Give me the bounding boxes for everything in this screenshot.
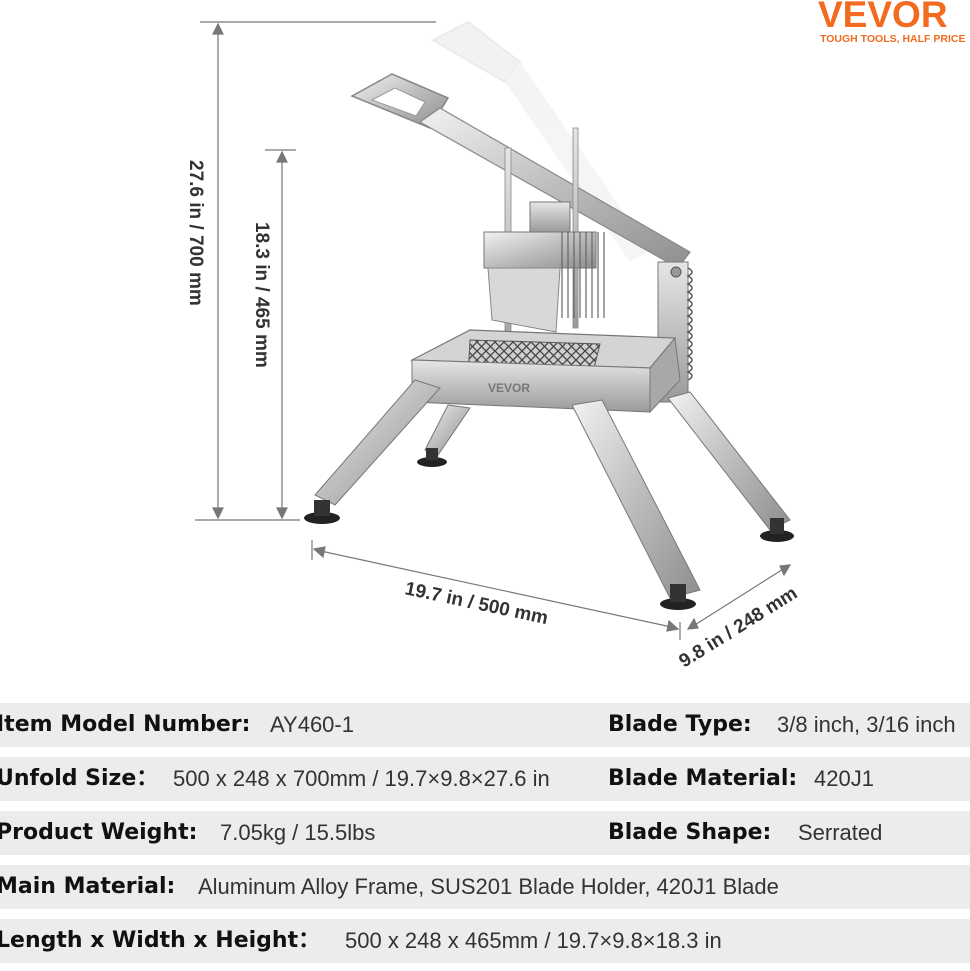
pusher-block	[483, 201, 605, 333]
brand-name: VEVOR	[818, 0, 948, 35]
product-stamp: VEVOR	[488, 381, 530, 395]
spec-row: Length x Width x Height： 500 x 248 x 465…	[0, 919, 970, 963]
spec-label: Blade Material:	[608, 766, 798, 791]
spec-row: Product Weight: 7.05kg / 15.5lbs Blade S…	[0, 811, 970, 855]
body-height-label: 18.3 in / 465 mm	[251, 222, 272, 368]
length-label: 19.7 in / 500 mm	[403, 578, 550, 629]
spec-row: Unfold Size： 500 x 248 x 700mm / 19.7×9.…	[0, 757, 970, 801]
product-dimension-figure: VEVOR 27.6 in / 700 mm 18.3 in /	[185, 20, 801, 672]
spec-label: Main Material:	[0, 874, 176, 899]
spec-label: Unfold Size：	[0, 766, 159, 791]
spec-label: Length x Width x Height：	[0, 928, 321, 953]
spec-label: Product Weight:	[0, 820, 198, 845]
total-height-label: 27.6 in / 700 mm	[185, 160, 206, 306]
brand-tagline: TOUGH TOOLS, HALF PRICE	[820, 33, 966, 45]
spec-value: 7.05kg / 15.5lbs	[220, 820, 376, 845]
spec-label: Blade Shape:	[608, 820, 772, 845]
spec-value: Aluminum Alloy Frame, SUS201 Blade Holde…	[198, 874, 779, 899]
rubber-feet	[304, 448, 794, 610]
spec-value: AY460-1	[270, 712, 354, 737]
spec-value: 3/8 inch, 3/16 inch	[777, 712, 956, 737]
spec-row: Main Material: Aluminum Alloy Frame, SUS…	[0, 865, 970, 909]
spec-label: Blade Type:	[608, 712, 752, 737]
spec-value: Serrated	[798, 820, 883, 845]
base-tray: VEVOR	[409, 329, 681, 414]
dimension-lines	[195, 21, 792, 640]
spec-value: 500 x 248 x 465mm / 19.7×9.8×18.3 in	[345, 928, 722, 953]
handle	[350, 73, 691, 269]
spec-row: Item Model Number: AY460-1 Blade Type: 3…	[0, 703, 970, 747]
spec-label: Item Model Number:	[0, 712, 251, 737]
spec-value: 420J1	[814, 766, 874, 791]
legs	[314, 379, 791, 599]
spec-value: 500 x 248 x 700mm / 19.7×9.8×27.6 in	[173, 766, 550, 791]
